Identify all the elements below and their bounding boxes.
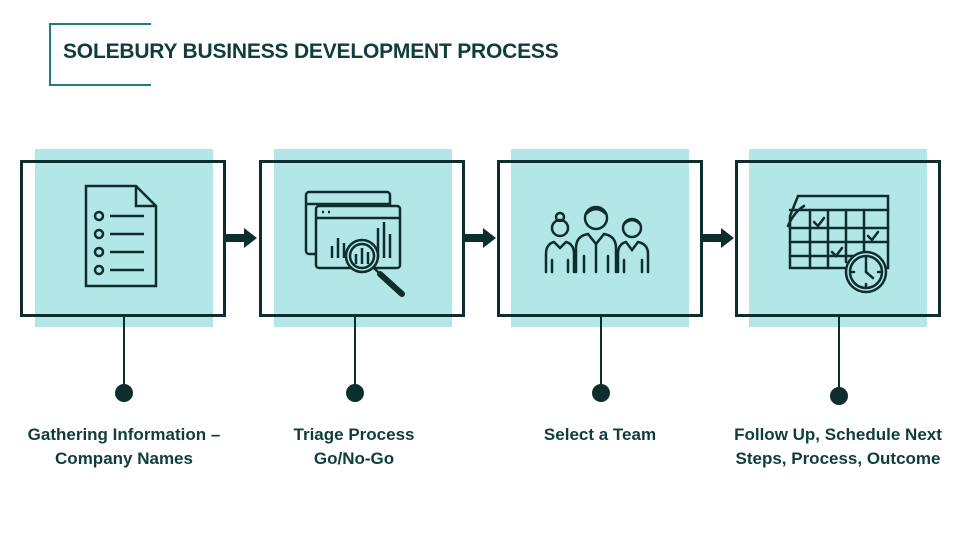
step-4-label-line2: Steps, Process, Outcome xyxy=(735,449,941,468)
step-4-bg xyxy=(749,149,927,327)
step-1-label: Gathering Information – Company Names xyxy=(4,423,244,471)
step-4-dot xyxy=(830,387,848,405)
document-checklist-icon xyxy=(84,184,158,288)
step-2-frame xyxy=(259,160,465,317)
step-2-label: Triage Process Go/No-Go xyxy=(234,423,474,471)
step-4-label-line1: Follow Up, Schedule Next xyxy=(734,425,942,444)
page-title: SOLEBURY BUSINESS DEVELOPMENT PROCESS xyxy=(63,40,559,63)
step-4-frame xyxy=(735,160,941,317)
step-4-stem xyxy=(838,317,840,389)
step-3-frame xyxy=(497,160,703,317)
calendar-clock-icon xyxy=(786,194,890,294)
step-1-stem xyxy=(123,317,125,387)
step-1-frame xyxy=(20,160,226,317)
step-2-label-line1: Triage Process xyxy=(293,425,415,444)
team-people-icon xyxy=(544,205,650,274)
arrow-3-icon xyxy=(703,228,734,248)
step-4-label: Follow Up, Schedule Next Steps, Process,… xyxy=(718,423,958,471)
step-3-dot xyxy=(592,384,610,402)
step-1-label-line2: Company Names xyxy=(55,449,193,468)
arrow-1-icon xyxy=(226,228,257,248)
step-3-label-line1: Select a Team xyxy=(543,425,657,444)
step-1-dot xyxy=(115,384,133,402)
step-2-dot xyxy=(346,384,364,402)
step-2-label-line2: Go/No-Go xyxy=(313,449,395,468)
title-frame xyxy=(49,23,151,86)
step-2-stem xyxy=(354,317,356,387)
analytics-magnifier-icon xyxy=(304,190,405,297)
step-1-bg xyxy=(35,149,213,327)
step-3-stem xyxy=(600,317,602,387)
step-3-label: Select a Team xyxy=(480,423,720,447)
step-1-label-line1: Gathering Information – xyxy=(27,425,221,444)
arrow-2-icon xyxy=(465,228,496,248)
